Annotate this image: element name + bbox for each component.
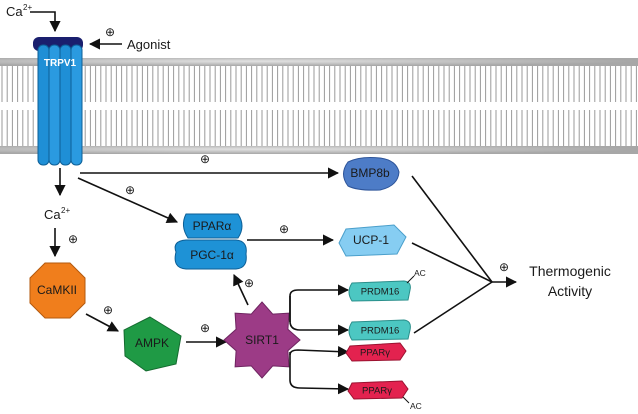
agonist-plus-icon: ⊕ xyxy=(105,25,115,39)
trpv1-label: TRPV1 xyxy=(44,58,77,69)
sirt1-label: SIRT1 xyxy=(245,333,279,347)
sirt1-to-ppar-gamma-ac-arrow xyxy=(289,352,350,395)
ca-ion-label-top: Ca xyxy=(6,4,23,19)
ca-influx-arrow xyxy=(30,11,61,33)
ppar-alpha-node: PPARα xyxy=(182,213,243,239)
prdm16-ac-node: PRDM16 AC xyxy=(348,268,426,302)
ucp1-plus-icon: ⊕ xyxy=(279,222,289,236)
ucp1-node: UCP-1 xyxy=(338,224,407,257)
ppar-gamma-node: PPARγ xyxy=(345,342,407,362)
trpv1-channel: TRPV1 xyxy=(33,37,83,166)
membrane-inner-leaflet xyxy=(0,146,638,154)
prdm16-node: PRDM16 xyxy=(348,319,411,341)
cell-membrane xyxy=(0,58,638,154)
prdm16-ac-label: PRDM16 xyxy=(361,287,400,298)
ppar-gamma-ac-label: PPARγ xyxy=(362,386,392,397)
ppar-gamma-label: PPARγ xyxy=(360,348,390,359)
ppar-alpha-plus-icon: ⊕ xyxy=(125,183,135,197)
ampk-label: AMPK xyxy=(135,336,169,350)
pgc1a-label: PGC-1α xyxy=(190,248,234,262)
sirt1-to-pgc1a-arrow xyxy=(233,273,249,306)
sirt1-pgc1a-plus-icon: ⊕ xyxy=(244,276,254,290)
acetyl-label: AC xyxy=(414,268,426,278)
sirt1-to-prdm16-arrow xyxy=(289,296,350,336)
camkii-label: CaMKII xyxy=(37,283,77,297)
ppar-alpha-label: PPARα xyxy=(193,219,232,233)
thermogenic-label-line1: Thermogenic xyxy=(529,263,611,279)
ca-ion-charge-top: 2+ xyxy=(23,3,32,12)
ppar-gamma-ac-node: PPARγ AC xyxy=(347,380,422,411)
bmp8b-to-thermogenic-line xyxy=(411,175,493,283)
acetyl-link xyxy=(406,275,415,284)
ampk-node: AMPK xyxy=(123,316,182,372)
ucp1-to-thermogenic-line xyxy=(411,242,493,283)
camkii-ampk-plus-icon: ⊕ xyxy=(103,303,113,317)
pgc1a-node: PGC-1α xyxy=(174,239,247,270)
acetyl-label: AC xyxy=(410,401,422,411)
bmp8b-label: BMP8b xyxy=(350,166,390,180)
sirt1-to-ppar-gamma-arrow xyxy=(289,346,350,358)
ca-ion-label-mid: Ca xyxy=(44,207,61,222)
camkii-node: CaMKII xyxy=(29,262,86,319)
ampk-sirt1-plus-icon: ⊕ xyxy=(200,321,210,335)
ca-camkii-plus-icon: ⊕ xyxy=(68,232,78,246)
prdm16-label: PRDM16 xyxy=(361,326,400,337)
thermogenic-label-line2: Activity xyxy=(548,283,592,299)
trpv1-to-ppar-alpha-arrow xyxy=(77,177,179,224)
prdm16-to-thermogenic-line xyxy=(413,281,493,334)
agonist-label: Agonist xyxy=(127,37,171,52)
camkii-to-ampk-arrow xyxy=(85,313,119,332)
sirt1-to-prdm16-ac-arrow xyxy=(289,284,350,322)
thermogenic-plus-icon: ⊕ xyxy=(499,260,509,274)
sirt1-node: SIRT1 xyxy=(223,301,301,379)
bmp8b-plus-icon: ⊕ xyxy=(200,152,210,166)
ucp1-label: UCP-1 xyxy=(353,233,389,247)
bmp8b-node: BMP8b xyxy=(343,157,400,191)
membrane-outer-leaflet xyxy=(0,58,638,66)
acetyl-link xyxy=(402,396,410,404)
trpv1-helix xyxy=(70,44,83,166)
ca-ion-charge-mid: 2+ xyxy=(61,206,70,215)
